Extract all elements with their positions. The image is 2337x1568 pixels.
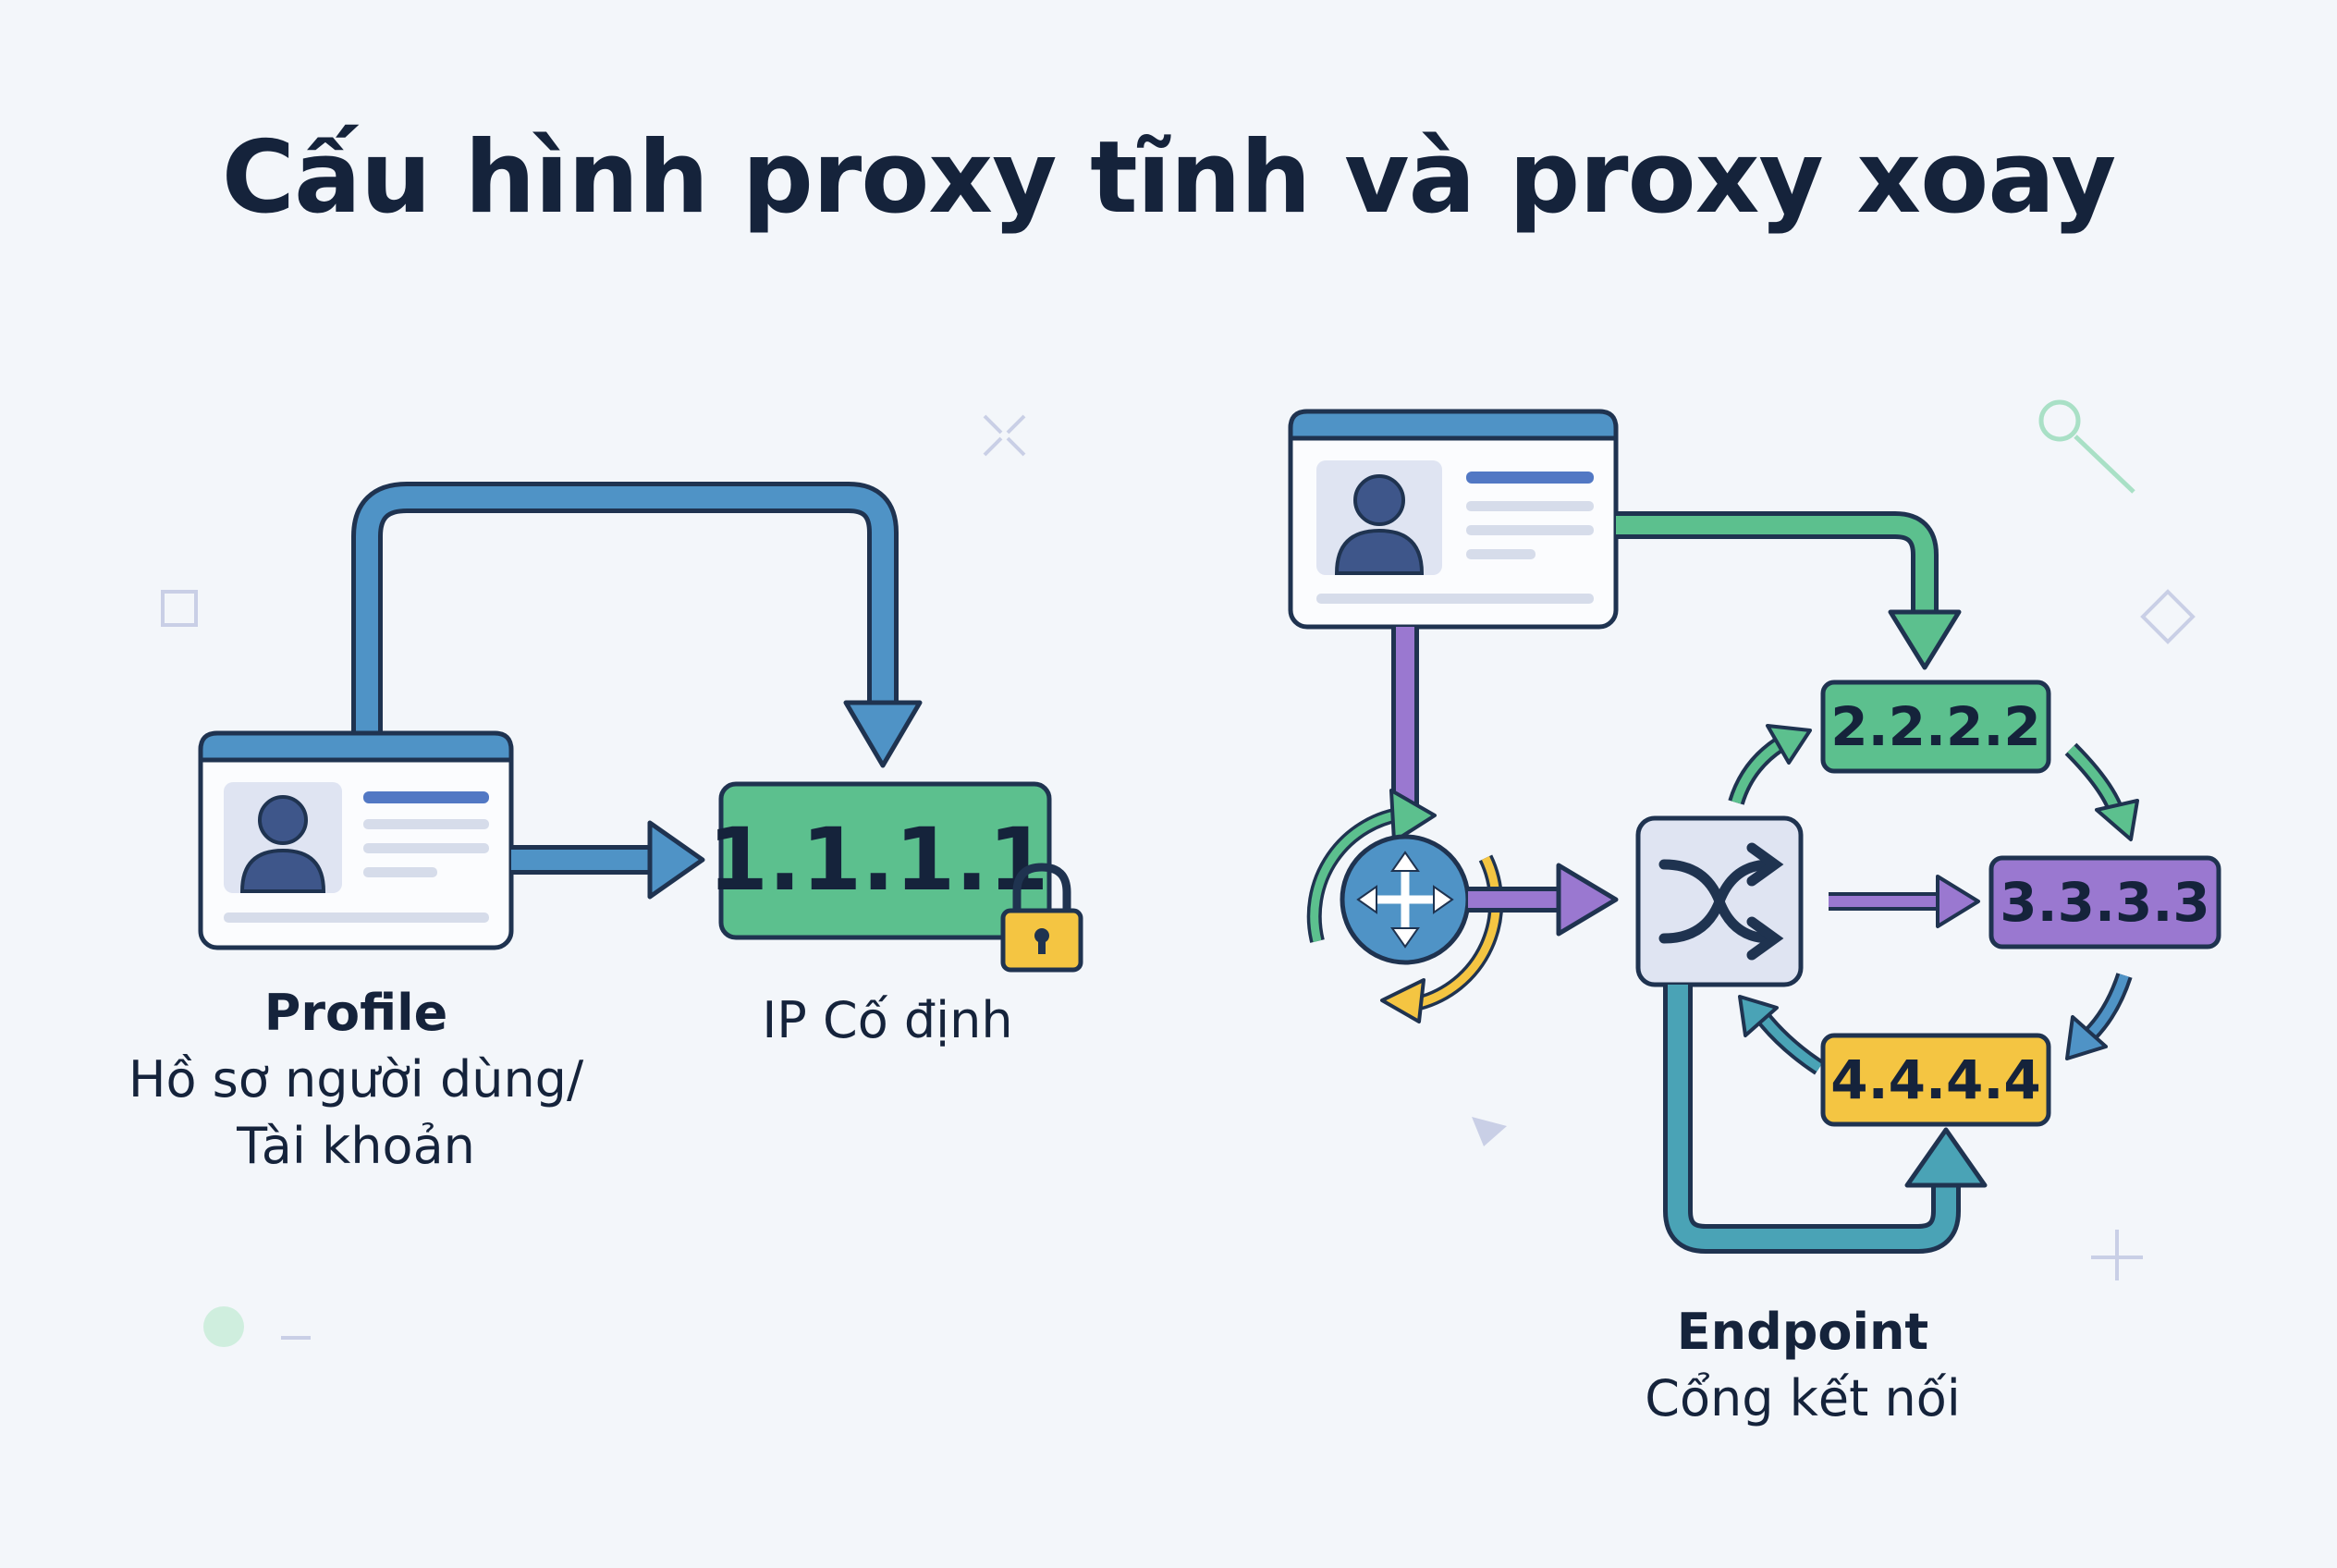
profile-desc-line2: Tài khoản (237, 1117, 475, 1175)
decor-diamond (2140, 589, 2196, 644)
padlock-icon (1000, 863, 1083, 973)
shuffle-node (1635, 815, 1804, 987)
user-profile-card-icon (1316, 460, 1442, 575)
decorations (161, 414, 2196, 1340)
static-ip-caption: IP Cố định (762, 991, 1013, 1049)
profile-card (198, 730, 514, 950)
rotating-ip-text: 4.4.4.4 (1830, 1048, 2041, 1111)
decor-dot (203, 1306, 244, 1347)
page-title: Cấu hình proxy tĩnh và proxy xoay (221, 120, 2116, 236)
user-profile-card-icon (224, 782, 342, 893)
endpoint-desc: Cổng kết nối (1645, 1369, 1961, 1427)
endpoint-title: Endpoint (1676, 1303, 1929, 1361)
static-ip-box: 1.1.1.1 (708, 781, 1052, 940)
router-node (1306, 789, 1504, 1023)
decor-cross (983, 414, 1026, 457)
rotating-ip-box-1: 2.2.2.2 (1820, 680, 2051, 774)
rotating-ip-box-2: 3.3.3.3 (1988, 855, 2221, 949)
rotation-cycle-arrows (1728, 724, 2139, 1075)
shuffle-icon (1658, 842, 1784, 961)
profile-desc-line1: Hồ sơ người dùng/ (128, 1050, 584, 1109)
rotating-profile-card (1288, 409, 1619, 630)
router-to-shuffle-arrow (1468, 863, 1619, 937)
static-ip-text: 1.1.1.1 (708, 810, 1049, 911)
rotating-ip-text: 3.3.3.3 (2000, 871, 2210, 934)
decor-square (161, 590, 198, 627)
profile-title: Profile (263, 984, 448, 1042)
profile-label: Profile Hồ sơ người dùng/ Tài khoản (92, 980, 619, 1180)
rotating-ip-text: 2.2.2.2 (1830, 695, 2041, 758)
endpoint-loop-arrow (1663, 985, 1988, 1254)
decor-triangle (1472, 1117, 1507, 1146)
decor-plus (2091, 1230, 2143, 1280)
static-direct-arrow (511, 820, 705, 900)
router-arrows-icon (1340, 834, 1471, 965)
shuffle-to-ip3-arrow (1829, 875, 1980, 928)
rotating-ip-box-3: 4.4.4.4 (1820, 1033, 2051, 1127)
endpoint-label: Endpoint Cổng kết nối (1572, 1299, 2034, 1432)
card-to-ip2-arrow (1616, 511, 1962, 670)
static-loop-arrow (351, 482, 923, 768)
decor-magnifier (2038, 399, 2135, 494)
